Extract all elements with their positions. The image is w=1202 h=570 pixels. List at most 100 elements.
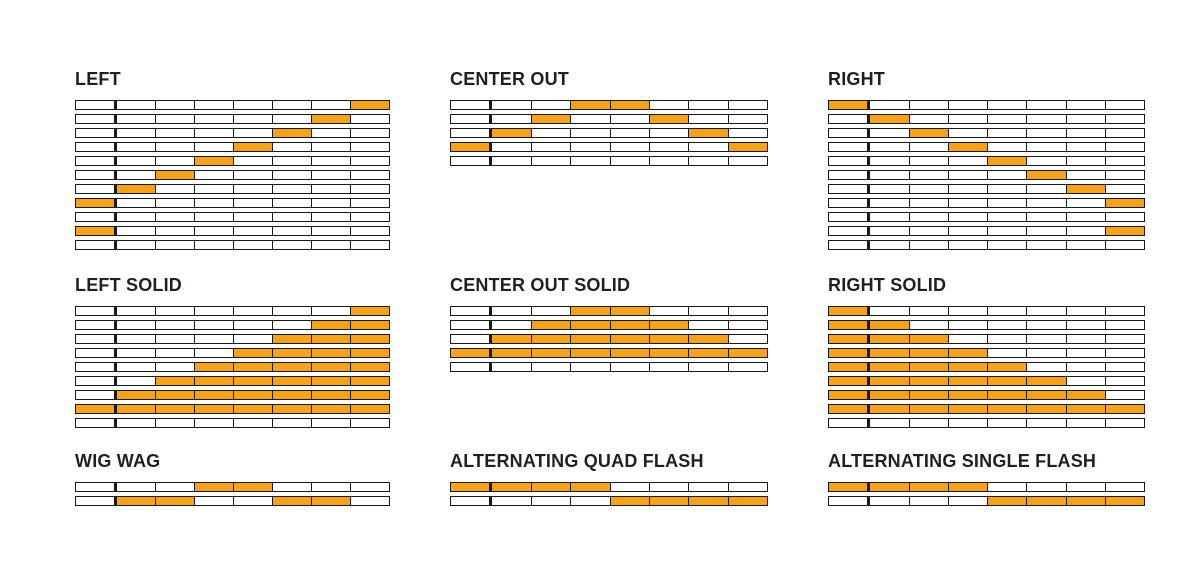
unlit-cell <box>155 129 194 137</box>
unlit-cell <box>155 307 194 315</box>
unlit-cell <box>727 101 767 109</box>
unlit-cell <box>350 213 389 221</box>
unlit-cell <box>727 335 767 343</box>
flash-row <box>75 362 390 372</box>
unlit-cell <box>609 115 649 123</box>
flash-row <box>75 184 390 194</box>
lit-cell <box>1104 405 1144 413</box>
unlit-cell <box>272 171 311 179</box>
unlit-cell <box>114 419 155 427</box>
flash-row <box>828 320 1145 330</box>
unlit-cell <box>272 241 311 249</box>
unlit-cell <box>1065 157 1105 165</box>
lit-cell <box>987 497 1027 505</box>
unlit-cell <box>233 157 272 165</box>
unlit-cell <box>155 185 194 193</box>
unlit-cell <box>272 483 311 491</box>
panel-wig-wag: WIG WAG <box>75 451 390 510</box>
flash-row <box>828 142 1145 152</box>
unlit-cell <box>1104 185 1144 193</box>
unlit-cell <box>114 115 155 123</box>
unlit-cell <box>829 419 868 427</box>
unlit-cell <box>1026 157 1066 165</box>
lit-cell <box>233 391 272 399</box>
unlit-cell <box>1026 335 1066 343</box>
unlit-cell <box>311 143 350 151</box>
unlit-cell <box>688 307 728 315</box>
unlit-cell <box>155 363 194 371</box>
flash-row <box>75 142 390 152</box>
unlit-cell <box>530 497 571 505</box>
lit-cell <box>155 391 194 399</box>
flash-row <box>450 320 768 330</box>
flash-row <box>828 334 1145 344</box>
lit-cell <box>233 143 272 151</box>
lit-cell <box>829 405 868 413</box>
lit-cell <box>1065 185 1105 193</box>
unlit-cell <box>76 157 114 165</box>
unlit-cell <box>987 307 1027 315</box>
unlit-cell <box>648 143 689 151</box>
lit-cell <box>609 321 649 329</box>
unlit-cell <box>947 171 987 179</box>
lit-cell <box>350 377 389 385</box>
unlit-cell <box>114 321 155 329</box>
unlit-cell <box>727 483 767 491</box>
unlit-cell <box>1026 241 1066 249</box>
flash-row <box>450 348 768 358</box>
lit-cell <box>272 405 311 413</box>
unlit-cell <box>867 185 909 193</box>
unlit-cell <box>1065 349 1105 357</box>
unlit-cell <box>987 241 1027 249</box>
unlit-cell <box>350 419 389 427</box>
unlit-cell <box>947 241 987 249</box>
unlit-cell <box>1104 213 1144 221</box>
lit-cell <box>1104 199 1144 207</box>
flash-row <box>75 306 390 316</box>
unlit-cell <box>233 497 272 505</box>
unlit-cell <box>311 213 350 221</box>
unlit-cell <box>76 363 114 371</box>
unlit-cell <box>114 335 155 343</box>
flash-row <box>828 390 1145 400</box>
panel-bars <box>450 306 768 372</box>
unlit-cell <box>155 101 194 109</box>
unlit-cell <box>76 377 114 385</box>
unlit-cell <box>1026 185 1066 193</box>
unlit-cell <box>1104 307 1144 315</box>
flash-row <box>75 170 390 180</box>
unlit-cell <box>867 129 909 137</box>
unlit-cell <box>947 157 987 165</box>
unlit-cell <box>272 321 311 329</box>
lit-cell <box>947 349 987 357</box>
unlit-cell <box>1104 349 1144 357</box>
unlit-cell <box>114 157 155 165</box>
unlit-cell <box>987 171 1027 179</box>
lit-cell <box>1065 405 1105 413</box>
lit-cell <box>311 377 350 385</box>
lit-cell <box>947 363 987 371</box>
flash-row <box>828 418 1145 428</box>
unlit-cell <box>947 321 987 329</box>
panel-bars <box>450 482 768 506</box>
unlit-cell <box>1065 335 1105 343</box>
unlit-cell <box>609 363 649 371</box>
unlit-cell <box>987 227 1027 235</box>
unlit-cell <box>233 213 272 221</box>
unlit-cell <box>489 497 531 505</box>
unlit-cell <box>1104 391 1144 399</box>
unlit-cell <box>947 497 987 505</box>
unlit-cell <box>1065 171 1105 179</box>
lit-cell <box>648 335 689 343</box>
flash-row <box>828 170 1145 180</box>
flash-row <box>75 334 390 344</box>
flash-row <box>75 376 390 386</box>
unlit-cell <box>76 241 114 249</box>
unlit-cell <box>272 307 311 315</box>
lit-cell <box>76 199 114 207</box>
lit-cell <box>1026 405 1066 413</box>
lit-cell <box>311 115 350 123</box>
unlit-cell <box>1104 129 1144 137</box>
unlit-cell <box>114 199 155 207</box>
lit-cell <box>1026 377 1066 385</box>
